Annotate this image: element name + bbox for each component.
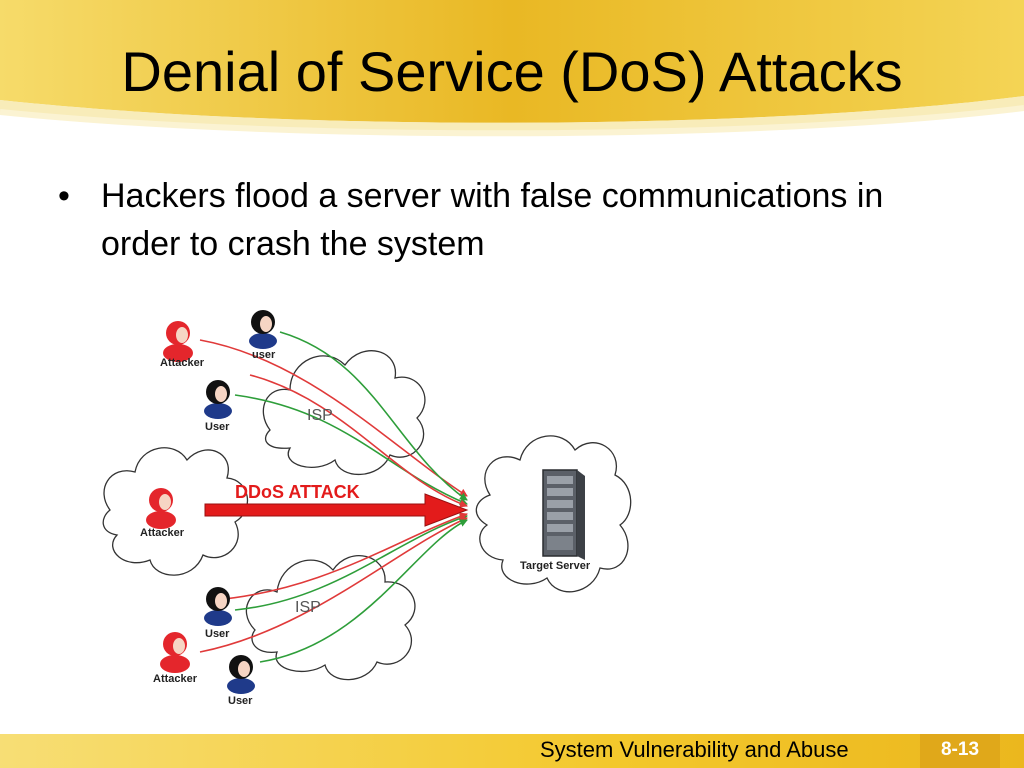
- person-label: Attacker: [160, 357, 205, 369]
- person-label: User: [205, 421, 230, 433]
- traffic-line-red: [199, 517, 468, 653]
- user-icon: [204, 380, 232, 419]
- ddos-diagram: DDoS ATTACK ISP ISP Target Server Attack…: [102, 310, 632, 707]
- isp-label-bottom: ISP: [295, 599, 321, 616]
- user-icon: [227, 655, 255, 694]
- bullet-marker: •: [58, 177, 70, 215]
- person-label: User: [228, 695, 253, 707]
- attacker-icon: [160, 632, 190, 673]
- ddos-attack-label: DDoS ATTACK: [235, 482, 360, 502]
- isp-bottom-cloud: [245, 555, 416, 681]
- traffic-lines: [199, 331, 468, 663]
- user-icon: [249, 310, 277, 349]
- person-label: user: [252, 349, 276, 361]
- ddos-attack-arrow: [204, 493, 469, 527]
- traffic-line-green: [259, 519, 468, 663]
- isp-top-cloud: [262, 350, 426, 476]
- bullet-text: Hackers flood a server with false commun…: [101, 177, 884, 263]
- person-label: Attacker: [140, 527, 185, 539]
- person-label: Attacker: [153, 673, 198, 685]
- slide-number: 8-13: [940, 739, 980, 760]
- traffic-line-green: [234, 394, 468, 506]
- traffic-line-red: [214, 512, 468, 601]
- traffic-line-red: [249, 374, 468, 508]
- footer-title: System Vulnerability and Abuse: [540, 737, 849, 762]
- traffic-line-green: [279, 331, 468, 501]
- server-label: Target Server: [520, 560, 591, 572]
- header-band: [0, 0, 1024, 137]
- slide-title: Denial of Service (DoS) Attacks: [121, 40, 903, 103]
- footer-band: [0, 734, 1024, 768]
- user-icon: [204, 587, 232, 626]
- traffic-line-green: [234, 514, 468, 611]
- attacker-icon: [146, 488, 176, 529]
- server-icon: [542, 469, 585, 560]
- person-label: User: [205, 628, 230, 640]
- attacker-cloud: [102, 447, 249, 576]
- isp-label-top: ISP: [307, 407, 333, 424]
- attacker-icon: [163, 321, 193, 362]
